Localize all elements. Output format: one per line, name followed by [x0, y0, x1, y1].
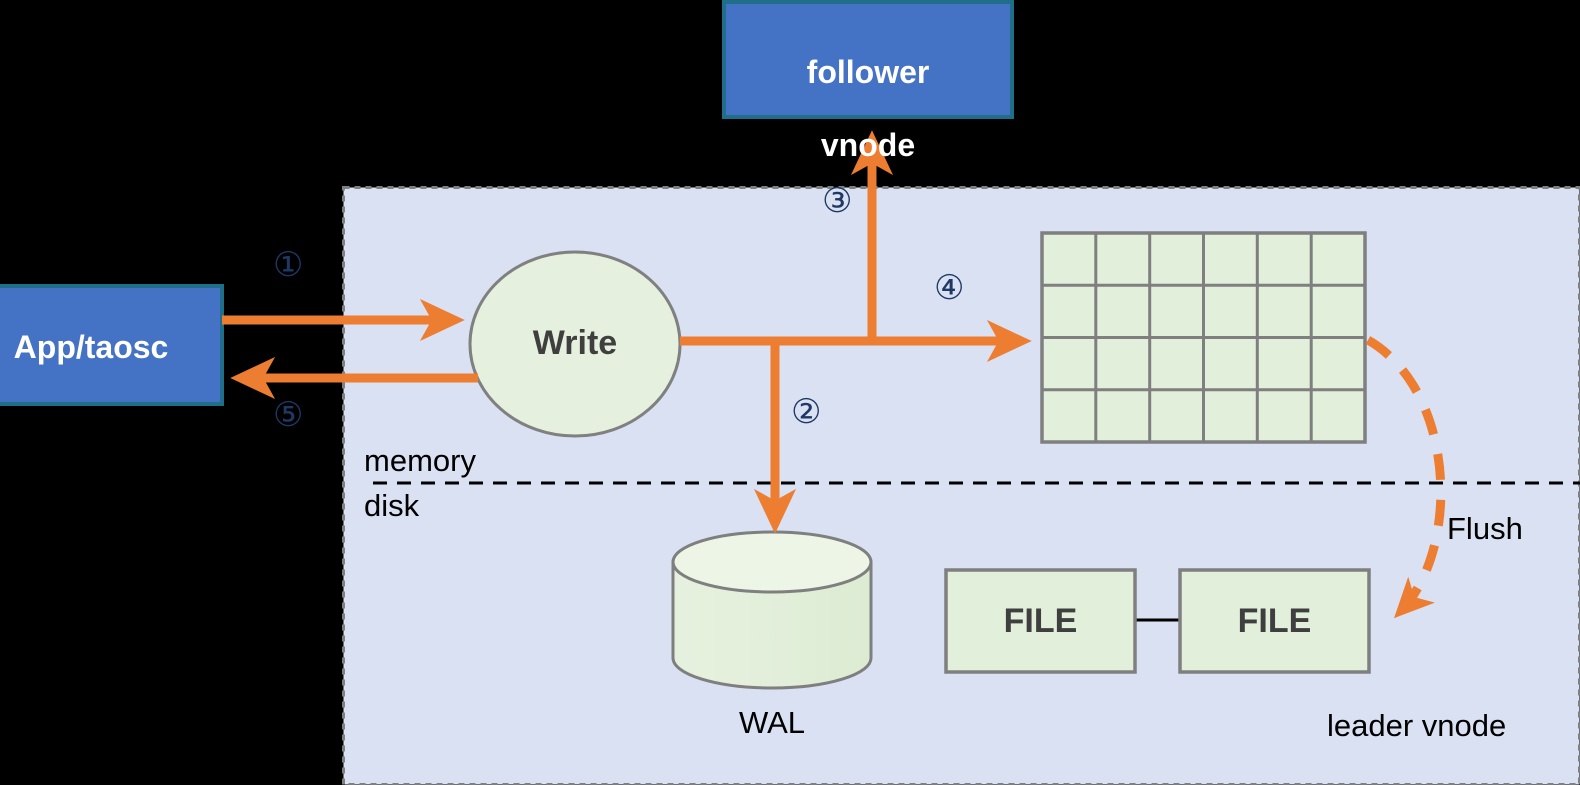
follower-vnode-label-line2: vnode: [820, 127, 916, 164]
leader-vnode-label: leader vnode: [1327, 708, 1507, 743]
file-left-label: FILE: [1003, 602, 1078, 640]
disk-label: disk: [364, 488, 420, 523]
app-taosc-box[interactable]: [0, 284, 224, 406]
file-box-right[interactable]: [1178, 568, 1371, 674]
arrow-flush: [1365, 336, 1446, 619]
step-number-5: ⑤: [273, 395, 304, 435]
write-label: Write: [532, 324, 618, 362]
follower-vnode-box[interactable]: [722, 0, 1014, 119]
step-number-3: ③: [822, 181, 853, 221]
file-box-left[interactable]: [944, 568, 1137, 674]
wal-cylinder[interactable]: [671, 530, 873, 690]
file-right-label: FILE: [1237, 602, 1312, 640]
follower-vnode-label: follower vnode: [724, 17, 1012, 201]
memory-label: memory: [364, 443, 476, 478]
step-number-4: ④: [934, 268, 965, 308]
flush-label: Flush: [1447, 511, 1523, 546]
memtable-grid[interactable]: [1040, 231, 1367, 444]
follower-vnode-label-line1: follower: [806, 53, 930, 90]
app-taosc-label: App/taosc: [13, 329, 169, 365]
step-number-2: ②: [791, 392, 822, 432]
step-number-1: ①: [273, 245, 304, 285]
wal-label: WAL: [738, 705, 806, 740]
